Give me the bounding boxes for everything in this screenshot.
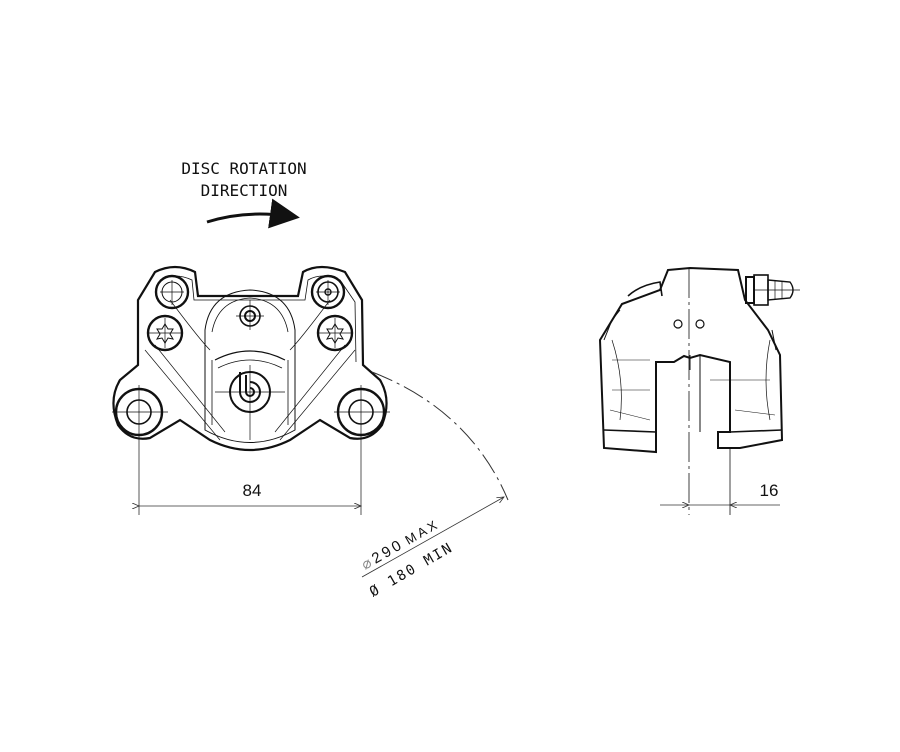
title-label: DISC ROTATION DIRECTION [181, 159, 306, 200]
svg-text:84: 84 [243, 481, 262, 500]
svg-text:DIRECTION: DIRECTION [201, 181, 288, 200]
svg-text:DISC ROTATION: DISC ROTATION [181, 159, 306, 178]
svg-text:16: 16 [760, 481, 779, 500]
arrow-right-curved-icon [206, 198, 300, 229]
front-view-caliper [112, 265, 390, 515]
bolt-spacing-dimension: 84 [139, 481, 361, 506]
brembo-logo-icon [229, 371, 271, 413]
offset-dimension: 16 [660, 481, 780, 505]
side-view-caliper [598, 266, 784, 515]
disc-diameter-dimension: ⌀290MAX Ø 180 MIN [359, 371, 509, 600]
banjo-fitting-icon [745, 274, 800, 306]
